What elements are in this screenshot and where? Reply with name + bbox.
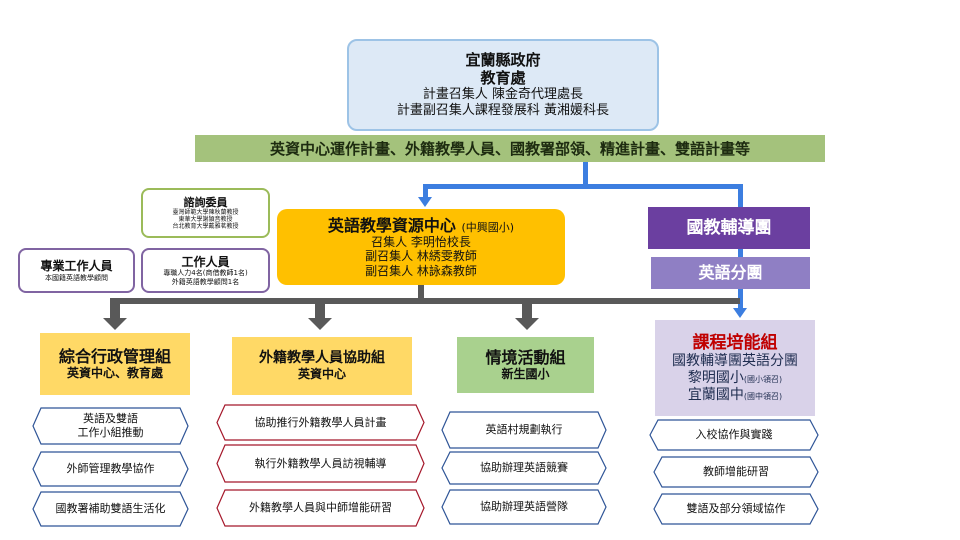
task-label: 協助辦理英語競賽	[480, 461, 568, 475]
guidance-team-box: 國教輔導團	[648, 207, 810, 249]
group-sub: 黎明國小	[687, 369, 744, 386]
group-note: (國小領召)	[743, 374, 783, 384]
deputy-convener: 計畫副召集人課程發展科 黃湘媛科長	[396, 103, 610, 118]
connector	[315, 298, 325, 320]
task-label: 入校協作與實踐	[695, 428, 773, 442]
professional-staff-box: 專業工作人員 本國籍英語教學顧問	[18, 248, 135, 293]
professional-desc: 本國籍英語教學顧問	[45, 273, 108, 282]
connector	[423, 184, 428, 198]
connector	[583, 162, 588, 186]
hexagon-shape	[217, 490, 424, 526]
task-label: 外師管理教學協作	[66, 462, 155, 476]
center-school: (中興國小)	[461, 220, 515, 234]
task-item: 外籍教學人員與中師增能研習	[217, 490, 424, 526]
advisory-committee-box: 諮詢委員 臺灣師範大學陳秋蘭教授 東華大學謝頴音教授 台北教育大學戴雅茗教授	[141, 188, 270, 238]
task-item: 雙語及部分領域協作	[654, 494, 818, 524]
admin-group-box: 綜合行政管理組 英資中心、教育處	[40, 333, 190, 395]
hexagon-shape	[654, 457, 818, 487]
group-sub: 宜蘭國中	[687, 386, 744, 403]
org-title: 宜蘭縣政府	[465, 51, 541, 70]
hexagon-shape	[33, 492, 188, 526]
task-item: 協助推行外籍教學人員計畫	[217, 405, 424, 440]
task-label: 英語及雙語 工作小組推動	[77, 412, 144, 439]
task-item: 教師增能研習	[654, 457, 818, 487]
group-sub: 英資中心、教育處	[66, 366, 163, 381]
convener: 計畫召集人 陳金奇代理處長	[422, 87, 584, 103]
arrow-down-icon	[733, 308, 747, 318]
task-item: 入校協作與實踐	[650, 420, 818, 450]
connector	[418, 285, 424, 301]
arrow-down-icon	[418, 197, 432, 207]
group-title: 情境活動組	[485, 348, 566, 368]
hexagon-shape	[33, 452, 188, 486]
english-team-box: 英語分團	[651, 257, 810, 289]
task-label: 協助推行外籍教學人員計畫	[254, 415, 387, 429]
activity-group-box: 情境活動組 新生國小	[457, 337, 594, 393]
center-convener: 召集人 李明怡校長	[371, 235, 471, 249]
org-subtitle: 教育處	[480, 69, 526, 88]
task-label: 國教署補助雙語生活化	[55, 502, 166, 516]
advisory-member: 東華大學謝頴音教授	[178, 216, 233, 223]
task-item: 外師管理教學協作	[33, 452, 188, 486]
hexagon-shape	[442, 452, 606, 484]
group-title: 外籍教學人員協助組	[259, 350, 385, 367]
hexagon-shape	[217, 445, 424, 482]
task-item: 國教署補助雙語生活化	[33, 492, 188, 526]
connector	[112, 298, 740, 304]
staff-box: 工作人員 專職人力4名(商借教師1名) 外籍英語教學顧問1名	[141, 248, 270, 293]
group-title: 綜合行政管理組	[58, 347, 171, 367]
staff-title: 工作人員	[181, 254, 230, 269]
hexagon-shape	[442, 490, 606, 524]
advisory-title: 諮詢委員	[183, 195, 228, 209]
connector	[522, 298, 532, 320]
task-item: 執行外籍教學人員訪視輔導	[217, 445, 424, 482]
connector	[423, 184, 743, 189]
center-deputy: 副召集人 林詠森教師	[365, 263, 477, 278]
group-sub: 英資中心	[297, 367, 346, 382]
task-label: 英語村規劃執行	[485, 423, 563, 437]
group-note: (國中領召)	[743, 391, 783, 401]
arrow-down-icon	[515, 318, 539, 330]
task-item: 協助辦理英語競賽	[442, 452, 606, 484]
task-item: 英語村規劃執行	[442, 412, 606, 448]
center-deputy: 副召集人 林綉雯教師	[365, 249, 477, 264]
center-title: 英語教學資源中心 (中興國小)	[327, 215, 515, 235]
task-item: 協助辦理英語營隊	[442, 490, 606, 524]
hexagon-shape	[442, 412, 606, 448]
task-label: 執行外籍教學人員訪視輔導	[254, 456, 387, 470]
group-sub: 國教輔導團英語分團	[672, 353, 798, 369]
resource-center-box: 英語教學資源中心 (中興國小) 召集人 李明怡校長 副召集人 林綉雯教師 副召集…	[277, 209, 565, 285]
hexagon-shape	[650, 420, 818, 450]
arrow-down-icon	[103, 318, 127, 330]
curriculum-group-box: 課程培能組 國教輔導團英語分團 黎明國小(國小領召) 宜蘭國中(國中領召)	[655, 320, 815, 416]
foreign-staff-group-box: 外籍教學人員協助組 英資中心	[232, 337, 412, 395]
hexagon-shape	[217, 405, 424, 440]
task-label: 教師增能研習	[703, 465, 769, 479]
task-label: 雙語及部分領域協作	[686, 502, 786, 516]
advisory-member: 臺灣師範大學陳秋蘭教授	[172, 208, 239, 216]
hexagon-shape	[33, 408, 188, 444]
task-item: 英語及雙語 工作小組推動	[33, 408, 188, 444]
plans-banner: 英資中心運作計畫、外籍教學人員、國教署部領、精進計畫、雙語計畫等	[195, 135, 825, 162]
task-label: 外籍教學人員與中師增能研習	[249, 501, 392, 515]
group-sub: 新生國小	[501, 367, 550, 382]
task-label: 協助辦理英語營隊	[480, 500, 568, 514]
advisory-member: 台北教育大學戴雅茗教授	[172, 223, 239, 231]
connector	[110, 298, 120, 320]
hexagon-shape	[654, 494, 818, 524]
group-title: 課程培能組	[692, 332, 778, 353]
arrow-down-icon	[308, 318, 332, 330]
professional-title: 專業工作人員	[40, 259, 113, 274]
staff-line: 專職人力4名(商借教師1名)	[163, 269, 248, 278]
staff-line: 外籍英語教學顧問1名	[171, 277, 240, 286]
education-department-box: 宜蘭縣政府 教育處 計畫召集人 陳金奇代理處長 計畫副召集人課程發展科 黃湘媛科…	[347, 39, 659, 131]
